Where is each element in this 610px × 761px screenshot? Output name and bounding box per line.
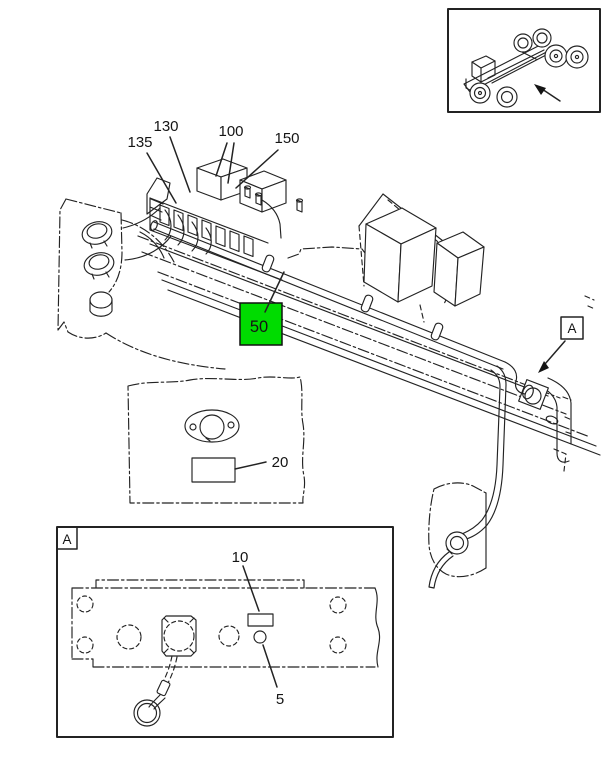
junction-block <box>146 158 304 281</box>
harness-rail <box>150 220 506 370</box>
leader-line-50 <box>264 271 285 313</box>
section-a-ref-label: A <box>567 321 576 336</box>
callout-150[interactable]: 150 <box>274 130 299 147</box>
section-a-arrowhead-icon <box>538 361 549 373</box>
section-a-arrow <box>544 340 566 365</box>
section-a-marker: A <box>538 316 584 373</box>
vehicle-location-inset <box>447 8 601 113</box>
leader-line-10 <box>242 565 260 612</box>
relay-module-bracket <box>358 193 485 323</box>
harness-end-connector <box>445 531 469 555</box>
callout-100[interactable]: 100 <box>218 123 243 140</box>
sill-panel <box>71 579 381 668</box>
callout-50[interactable]: 50 <box>250 318 268 336</box>
leader-line-5 <box>262 644 278 688</box>
detail-a-border <box>56 526 394 738</box>
callout-10[interactable]: 10 <box>232 549 249 566</box>
rail-connector <box>504 361 549 410</box>
callout-130[interactable]: 130 <box>153 118 178 135</box>
gasket-detail-inset: 20 <box>127 376 306 504</box>
highlight-box-50[interactable]: 50 <box>239 271 285 346</box>
detail-view-a: A 10 5 <box>56 526 394 738</box>
section-a-detail-label: A <box>62 532 71 547</box>
connector-plate <box>161 615 197 657</box>
location-arrow-icon <box>534 84 561 102</box>
inset-border <box>447 8 601 113</box>
item-10-part <box>247 613 274 627</box>
callout-leaders <box>146 136 279 204</box>
callout-135[interactable]: 135 <box>127 134 152 151</box>
decal-20 <box>191 457 236 483</box>
gasket-plate <box>184 409 240 443</box>
harness-clip <box>261 254 444 341</box>
lanyard-cable <box>133 655 178 727</box>
leader-line-20 <box>234 461 267 470</box>
callout-5[interactable]: 5 <box>276 691 284 708</box>
highlight-rect[interactable] <box>239 302 283 346</box>
relay-modules <box>196 158 287 213</box>
item-5-part <box>253 630 267 644</box>
drop-harness <box>428 365 567 589</box>
callout-20[interactable]: 20 <box>272 454 289 471</box>
truck-chassis-icon <box>463 28 589 108</box>
frame-end-panel <box>428 482 487 578</box>
detail-a-tag <box>56 526 78 550</box>
bulkhead-connector-panel <box>57 198 226 370</box>
panel-connectors <box>81 221 115 317</box>
